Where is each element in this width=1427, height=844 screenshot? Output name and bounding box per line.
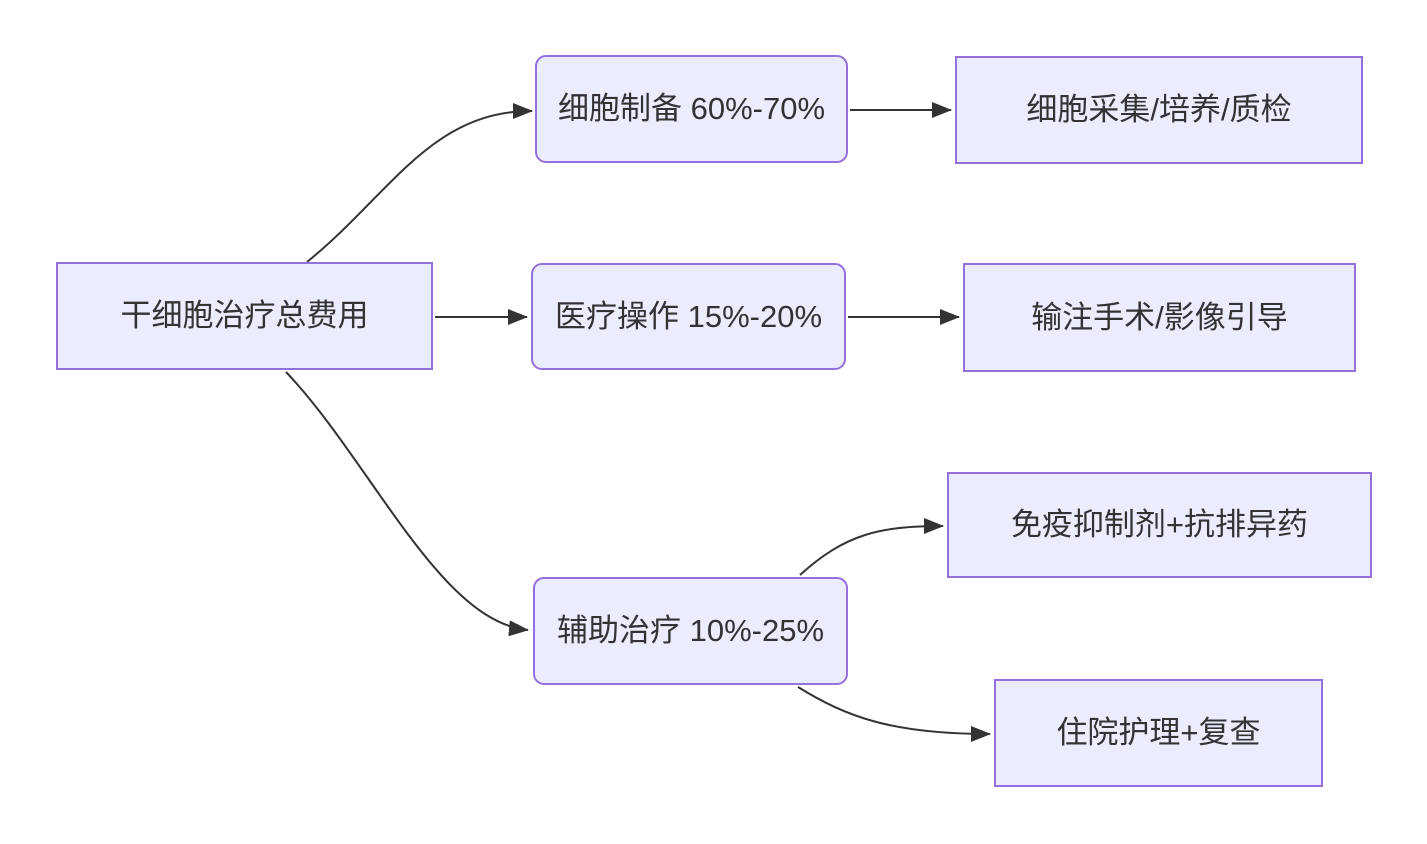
- node-medical-operation-label: 医疗操作 15%-20%: [554, 298, 823, 334]
- node-cell-collection-culture-qc-label: 细胞采集/培养/质检: [1026, 92, 1292, 128]
- node-adjuvant-therapy: 辅助治疗 10%-25%: [533, 577, 848, 685]
- node-medical-operation: 医疗操作 15%-20%: [531, 263, 846, 370]
- node-total-cost-label: 干细胞治疗总费用: [120, 298, 369, 334]
- node-hospital-care-followup: 住院护理+复查: [994, 679, 1323, 787]
- node-hospital-care-followup-label: 住院护理+复查: [1056, 715, 1261, 751]
- node-infusion-surgery-imaging: 输注手术/影像引导: [963, 263, 1356, 372]
- node-total-cost: 干细胞治疗总费用: [56, 262, 433, 370]
- edge-adjuvant-to-immuno: [799, 518, 944, 576]
- node-immunosuppressant-drugs-label: 免疫抑制剂+抗排异药: [1010, 507, 1309, 543]
- node-infusion-surgery-imaging-label: 输注手术/影像引导: [1031, 299, 1288, 335]
- node-immunosuppressant-drugs: 免疫抑制剂+抗排异药: [947, 472, 1372, 578]
- node-adjuvant-therapy-label: 辅助治疗 10%-25%: [556, 613, 825, 649]
- edge-total-to-adjuvant: [285, 371, 529, 637]
- node-cell-preparation-label: 细胞制备 60%-70%: [557, 91, 826, 127]
- edge-adjuvant-to-hospital: [797, 686, 991, 742]
- node-cell-collection-culture-qc: 细胞采集/培养/质检: [955, 56, 1363, 164]
- node-cell-preparation: 细胞制备 60%-70%: [535, 55, 848, 163]
- edge-total-to-prep: [306, 103, 533, 263]
